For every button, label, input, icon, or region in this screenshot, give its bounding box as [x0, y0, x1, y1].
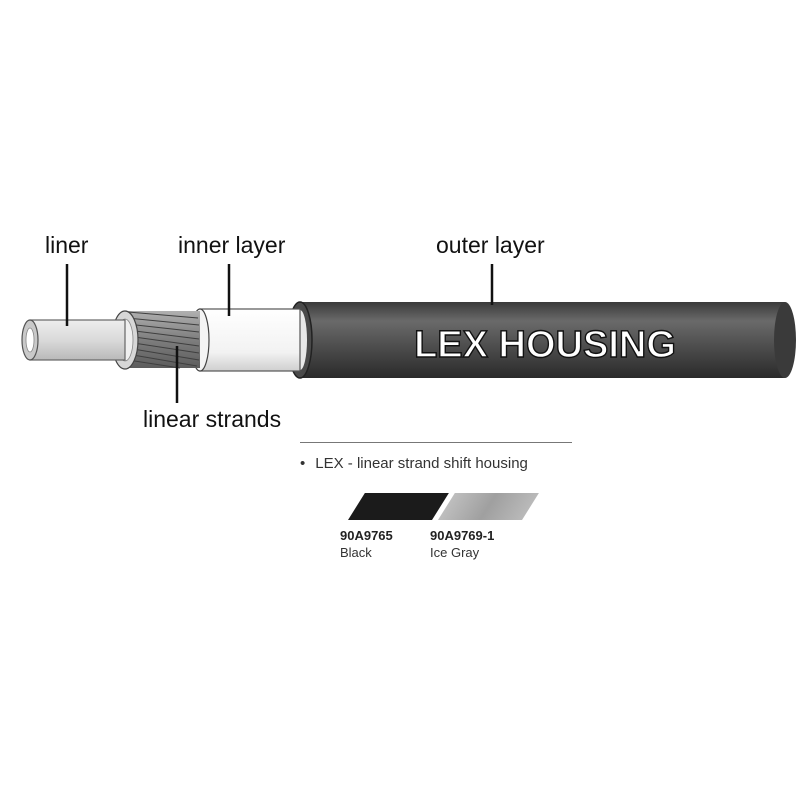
description-bullet: • LEX - linear strand shift housing	[300, 455, 528, 472]
liner-label: liner	[45, 232, 89, 258]
linear-strands-label: linear strands	[143, 406, 282, 432]
swatch-black-name: Black	[340, 545, 372, 560]
inner-layer	[190, 308, 301, 372]
bullet-icon: •	[300, 455, 306, 472]
swatch-black: 90A9765 Black	[340, 493, 449, 560]
swatch-ice-gray: 90A9769-1 Ice Gray	[430, 493, 539, 560]
outer-layer-label: outer layer	[436, 232, 545, 258]
inner-layer-label: inner layer	[178, 232, 286, 258]
swatch-ice-gray-name: Ice Gray	[430, 545, 480, 560]
description-text: LEX - linear strand shift housing	[315, 455, 528, 472]
swatch-black-code: 90A9765	[340, 528, 393, 543]
description-divider	[300, 442, 572, 443]
swatch-ice-gray-color	[438, 493, 539, 520]
liner	[21, 319, 126, 361]
brand-text: LEX HOUSING	[414, 324, 676, 366]
swatch-ice-gray-code: 90A9769-1	[430, 528, 495, 543]
